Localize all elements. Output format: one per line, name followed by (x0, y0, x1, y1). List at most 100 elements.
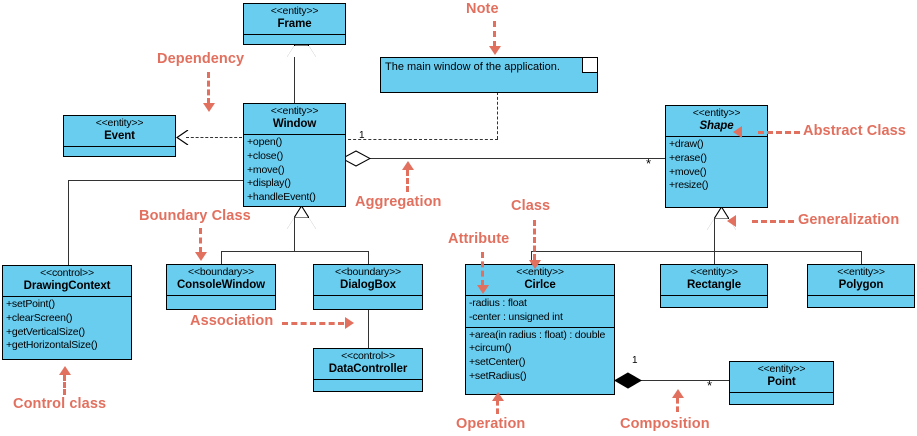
aggregation-line-window-shape (369, 158, 665, 159)
operations-compartment-circle: +area(in radius : float) : double +circu… (466, 326, 614, 387)
annotation-composition-arrow (672, 389, 684, 398)
annotation-note-line (493, 21, 496, 47)
stereotype-window: <<entity>> (270, 105, 319, 117)
stereotype-polygon: <<entity>> (837, 266, 885, 278)
stereotype-shape: <<entity>> (692, 107, 741, 119)
note-fold-corner (582, 58, 597, 73)
stereotype-circle: <<entity>> (516, 266, 564, 278)
class-box-shape[interactable]: <<entity>> Shape +draw() +erase() +move(… (665, 105, 768, 208)
operation-item: +move() (247, 163, 285, 176)
class-box-event[interactable]: <<entity>> Event (63, 115, 176, 157)
annotation-boundary-class-line (199, 228, 202, 253)
operation-item: +close() (247, 149, 284, 162)
operation-item: +getHorizontalSize() (6, 339, 98, 352)
annotation-generalization-line (752, 220, 794, 223)
annotation-composition: Composition (620, 416, 710, 432)
class-header-circle: <<entity>> Cirlce (466, 265, 614, 295)
note-anchor-line-vertical (497, 92, 498, 139)
annotation-aggregation-arrow (402, 161, 414, 170)
generalization-arrowhead-shape (707, 207, 736, 230)
operation-item: +clearScreen() (6, 311, 73, 324)
annotation-control-class-line (63, 375, 66, 395)
operation-item: +erase() (669, 151, 707, 164)
generalization-branch-polygon (861, 251, 862, 265)
class-header-rectangle: <<entity>> Rectangle (661, 265, 767, 295)
operations-compartment-event (64, 145, 175, 160)
operations-compartment-shape: +draw() +erase() +move() +resize() (666, 135, 767, 196)
annotation-dependency-arrow (203, 103, 215, 112)
operations-compartment-frame (244, 33, 345, 48)
annotation-class-line (533, 220, 536, 260)
class-name-circle: Cirlce (524, 278, 556, 291)
annotation-attribute: Attribute (448, 231, 510, 247)
generalization-arrowhead-window (287, 206, 316, 229)
annotation-class-arrow (529, 260, 541, 269)
annotation-attribute-line (481, 252, 484, 286)
class-header-polygon: <<entity>> Polygon (808, 265, 914, 295)
multiplicity-circle-side: 1 (632, 355, 638, 366)
generalization-line-window-frame (294, 45, 295, 103)
generalization-branch-rectangle (714, 251, 715, 265)
operation-item: +setRadius() (469, 370, 527, 383)
annotation-association-line (282, 322, 344, 325)
class-box-drawingcontext[interactable]: <<control>> DrawingContext +setPoint() +… (2, 265, 132, 360)
stereotype-drawingcontext: <<control>> (40, 267, 94, 279)
operation-item: +draw() (669, 137, 704, 150)
annotation-composition-line (676, 398, 679, 412)
class-box-datacontroller[interactable]: <<control>> DataController (313, 348, 423, 392)
operation-item: +setCenter() (469, 356, 526, 369)
stereotype-rectangle: <<entity>> (690, 266, 738, 278)
note-anchor-line-horizontal (343, 139, 498, 140)
operation-item: +handleEvent() (247, 191, 316, 204)
annotation-aggregation-line (406, 170, 409, 192)
composition-line-circle-point (640, 380, 732, 381)
annotation-dependency: Dependency (157, 51, 245, 67)
annotation-abstract-class-line (758, 131, 800, 134)
aggregation-diamond-window (341, 150, 371, 167)
class-name-consolewindow: ConsoleWindow (176, 278, 266, 291)
generalization-crossbar-shape-children (531, 251, 861, 252)
association-line-dialogbox-datacontroller (368, 310, 369, 348)
class-header-shape: <<entity>> Shape (666, 106, 767, 136)
class-box-frame[interactable]: <<entity>> Frame (243, 3, 346, 45)
multiplicity-shape-side: * (646, 156, 652, 171)
multiplicity-window-side: 1 (359, 130, 365, 141)
composition-diamond-circle (614, 372, 642, 389)
note-box[interactable]: The main window of the application. (380, 57, 598, 93)
generalization-stem-shape (714, 218, 715, 251)
association-line-window-drawingcontext-h (68, 180, 243, 181)
annotation-note-arrow (489, 46, 501, 55)
class-box-consolewindow[interactable]: <<boundary>> ConsoleWindow (166, 264, 276, 310)
annotation-generalization-arrow (727, 215, 736, 227)
class-box-window[interactable]: <<entity>> Window +open() +close() +move… (243, 103, 346, 207)
class-box-polygon[interactable]: <<entity>> Polygon (807, 264, 915, 308)
attributes-compartment-circle: -radius : float -center : unsigned int (466, 294, 614, 327)
generalization-stem-window-upper (294, 217, 295, 251)
operation-item: +area(in radius : float) : double (469, 328, 606, 341)
annotation-generalization: Generalization (798, 212, 900, 228)
operations-compartment-dialogbox (314, 294, 422, 309)
class-box-point[interactable]: <<entity>> Point (729, 361, 834, 405)
class-name-frame: Frame (277, 17, 312, 30)
class-box-circle[interactable]: <<entity>> Cirlce -radius : float -cente… (465, 264, 615, 395)
note-text: The main window of the application. (385, 61, 560, 73)
stereotype-dialogbox: <<boundary>> (335, 266, 401, 278)
annotation-abstract-class-arrow (733, 126, 742, 138)
class-header-window: <<entity>> Window (244, 104, 345, 134)
annotation-control-class-arrow (59, 366, 71, 375)
class-box-dialogbox[interactable]: <<boundary>> DialogBox (313, 264, 423, 310)
class-name-dialogbox: DialogBox (340, 278, 396, 291)
stereotype-event: <<entity>> (95, 117, 144, 129)
class-name-shape: Shape (699, 119, 734, 132)
class-name-window: Window (272, 117, 317, 130)
class-header-frame: <<entity>> Frame (244, 4, 345, 34)
operation-item: +circum() (469, 342, 512, 355)
operations-compartment-drawingcontext: +setPoint() +clearScreen() +getVerticalS… (3, 295, 131, 356)
class-box-rectangle[interactable]: <<entity>> Rectangle (660, 264, 768, 308)
generalization-branch-circle (531, 251, 532, 265)
stereotype-consolewindow: <<boundary>> (188, 266, 254, 278)
class-name-event: Event (104, 129, 135, 142)
attribute-item: -center : unsigned int (469, 310, 563, 323)
annotation-aggregation: Aggregation (355, 194, 442, 210)
